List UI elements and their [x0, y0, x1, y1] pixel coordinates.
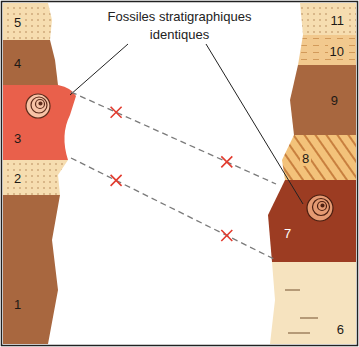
layer-10 — [298, 35, 356, 65]
erosion-cross — [221, 156, 232, 167]
callout-text: Fossiles stratigraphiques identiques — [108, 9, 252, 42]
strata-layer: 3 — [3, 85, 71, 160]
ammonite-fossil — [307, 195, 333, 221]
layer-11 — [300, 3, 356, 35]
strata-layer: 4 — [3, 40, 53, 85]
strata-layer: 11 — [300, 3, 356, 35]
strata-layer: 2 — [3, 160, 58, 195]
leader-line — [206, 44, 303, 204]
correlation-line — [71, 92, 276, 184]
strata-layer: 9 — [296, 65, 356, 135]
layer-number: 5 — [12, 15, 23, 30]
strata-layer: 6 — [272, 262, 356, 344]
erosion-cross — [111, 175, 122, 186]
layer-number: 9 — [329, 93, 340, 108]
strata-layer: 10 — [300, 35, 356, 65]
layer-6 — [270, 262, 356, 344]
layer-number: 2 — [12, 171, 23, 186]
erosion-cross — [111, 107, 122, 118]
erosion-cross — [221, 230, 232, 241]
ammonite-fossil — [26, 94, 50, 118]
layer-2 — [3, 160, 68, 195]
layer-number: 3 — [12, 131, 23, 146]
leader-line — [70, 44, 128, 95]
strata-layer: 5 — [3, 3, 48, 40]
layer-3 — [3, 85, 76, 160]
layer-number: 6 — [335, 322, 346, 337]
layer-9 — [290, 65, 356, 135]
layer-number: 11 — [329, 13, 347, 28]
layer-number: 4 — [12, 56, 23, 71]
strata-layer: 8 — [294, 135, 356, 180]
layer-number: 10 — [328, 44, 346, 59]
layer-4 — [3, 40, 58, 85]
layer-number: 1 — [12, 297, 23, 312]
callout-text: Fossiles stratigraphiques identiques — [97, 7, 262, 43]
layer-1 — [3, 195, 60, 344]
clay-dashes — [285, 290, 318, 333]
layer-number: 7 — [282, 226, 293, 241]
correlation-line — [71, 158, 276, 260]
strata-layer: 7 — [276, 180, 356, 262]
strata-layer: 1 — [3, 195, 48, 344]
layer-5 — [3, 3, 52, 40]
layer-7 — [268, 180, 356, 262]
layer-8 — [282, 135, 356, 180]
layer-number: 8 — [300, 151, 311, 166]
